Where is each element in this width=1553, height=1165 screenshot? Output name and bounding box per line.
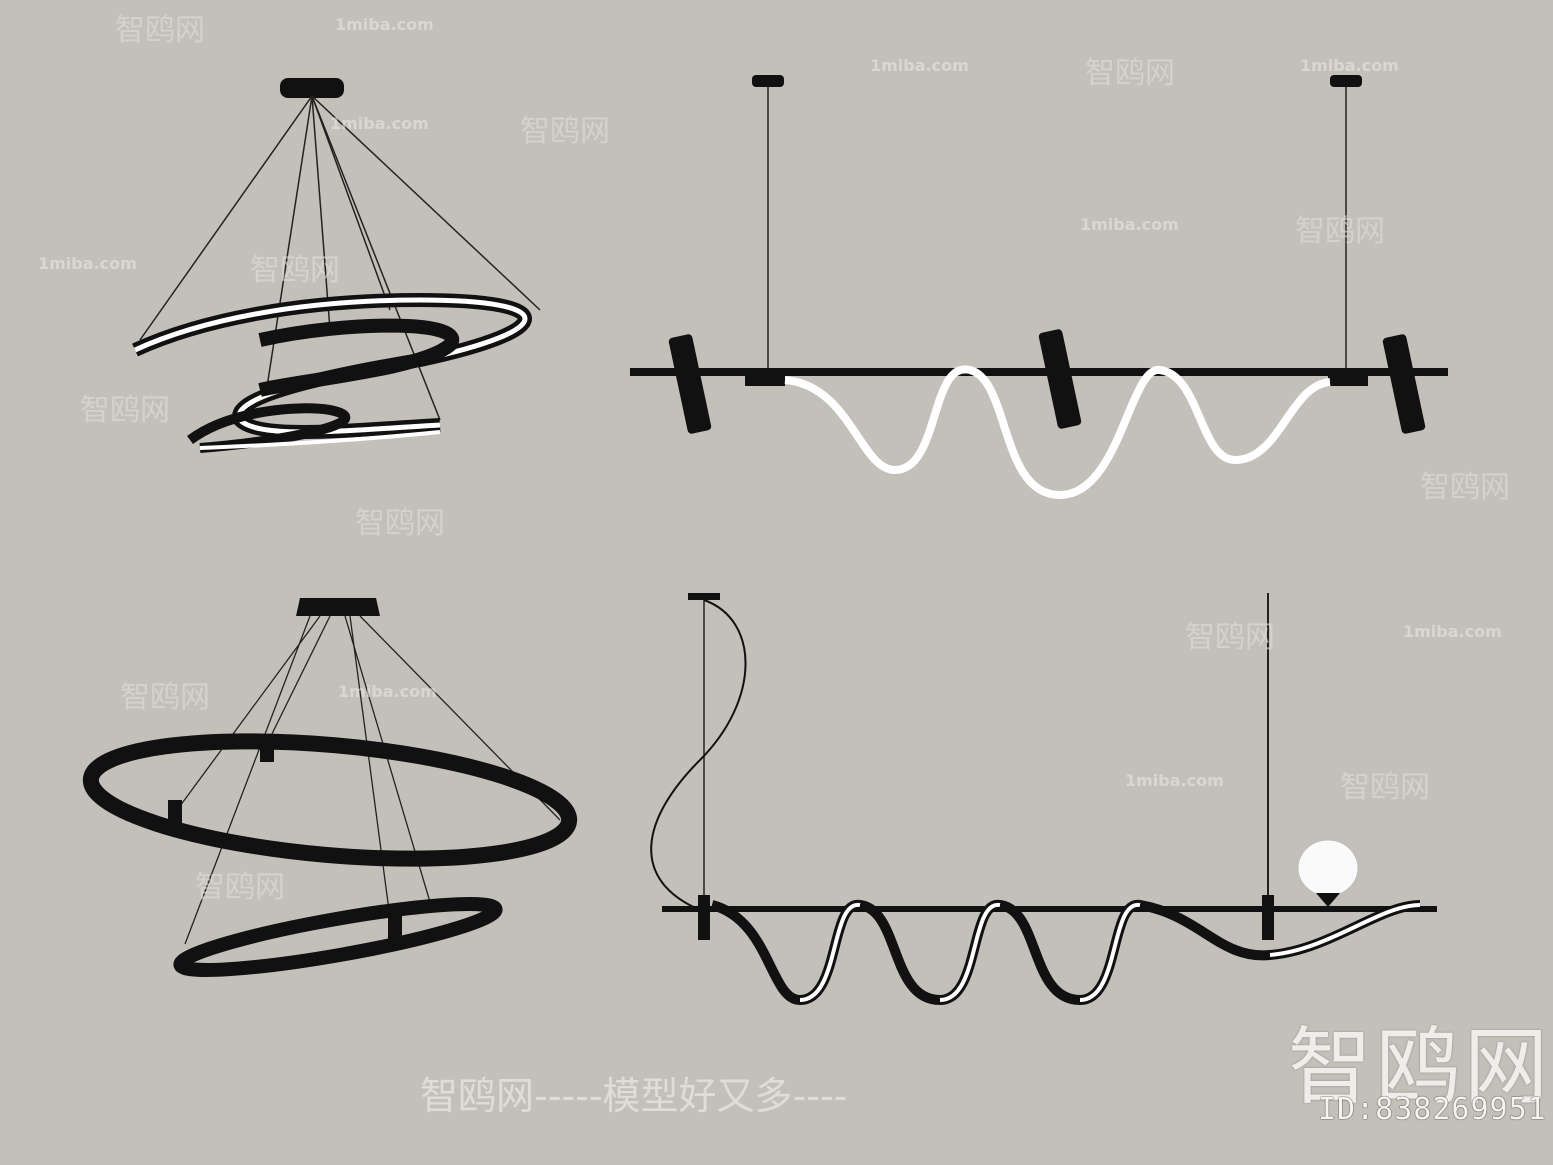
watermark-brand: 智鸥网: [1340, 770, 1430, 805]
watermark-site: 1miba.com: [1403, 622, 1502, 641]
watermark-brand: 智鸥网: [1420, 470, 1510, 505]
ceiling-canopy: [280, 78, 344, 98]
watermark-brand: 智鸥网: [80, 393, 170, 428]
watermark-logo: 智鸥网: [1288, 1018, 1553, 1116]
watermark-brand: 智鸥网: [250, 253, 340, 288]
spiral-chandelier: [132, 78, 541, 453]
watermark-site: 1miba.com: [870, 56, 969, 75]
watermark-site: 1miba.com: [338, 682, 437, 701]
watermark-site: 1miba.com: [330, 114, 429, 133]
double-ring-chandelier: [82, 598, 578, 977]
ribbon-globe-pendant: [650, 593, 1437, 1006]
watermark-brand: 智鸥网: [115, 13, 205, 48]
watermark-site: 1miba.com: [38, 254, 137, 273]
watermark-brand: 智鸥网: [120, 680, 210, 715]
watermark-brand: 智鸥网: [1185, 620, 1275, 655]
watermark-brand: 智鸥网: [195, 870, 285, 905]
watermark-brand: 智鸥网: [1295, 214, 1385, 249]
watermark-banner: 智鸥网-----模型好又多----: [420, 1074, 848, 1118]
watermark-brand: 智鸥网: [1085, 56, 1175, 91]
watermark-site: 1miba.com: [1125, 771, 1224, 790]
watermark-site: 1miba.com: [335, 15, 434, 34]
watermark-site: 1miba.com: [1300, 56, 1399, 75]
model-id-label: ID:838269951: [1318, 1092, 1547, 1127]
watermark-site: 1miba.com: [1080, 215, 1179, 234]
watermark-brand: 智鸥网: [355, 506, 445, 541]
watermark-brand: 智鸥网: [520, 114, 610, 149]
linear-wave-pendant: [630, 75, 1448, 500]
